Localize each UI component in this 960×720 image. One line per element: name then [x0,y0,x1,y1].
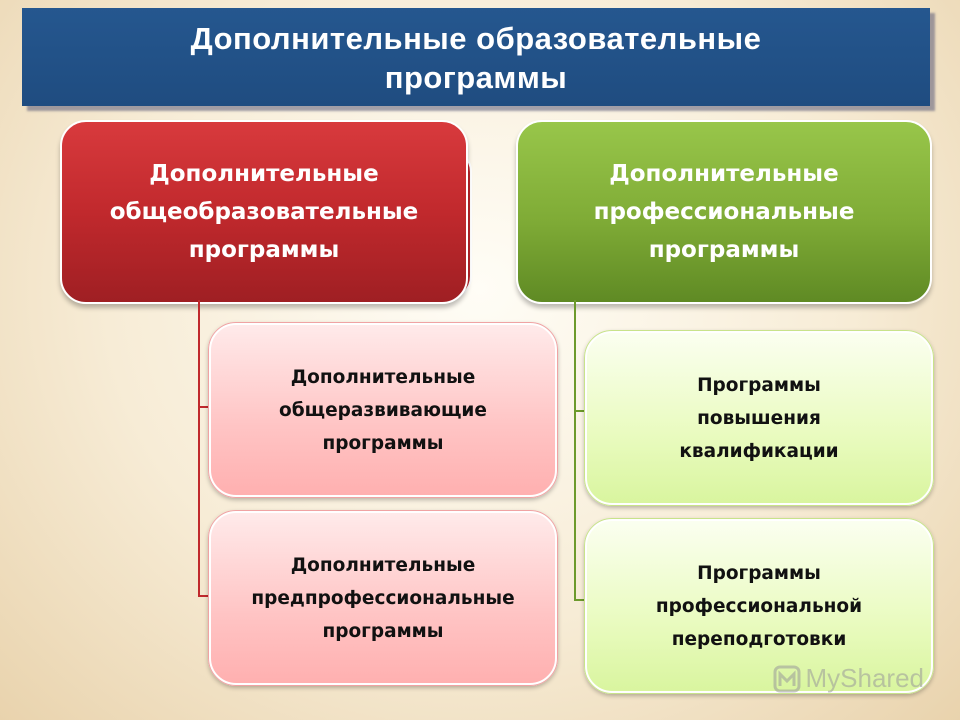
watermark-text: MyShared [805,663,925,693]
right-child-label-1: Программы повышения квалификации [679,374,839,462]
right-connector-branch-2 [574,599,586,601]
right-child-label-2: Программы профессиональной переподготовк… [655,562,863,650]
right-child-box-2: Программы профессиональной переподготовк… [584,518,934,694]
left-child-box-2: Дополнительные предпрофессиональные прог… [208,510,558,686]
right-head-label: Дополнительные профессиональные программ… [593,161,855,263]
diagram-title: Дополнительные образовательные программы [190,21,762,95]
right-head-box: Дополнительные профессиональные программ… [516,120,932,304]
left-child-label-1: Дополнительные общеразвивающие программы [279,366,487,454]
left-child-label-2: Дополнительные предпрофессиональные прог… [251,554,515,642]
left-head-box: Дополнительные общеобразовательные прогр… [60,120,468,304]
right-connector-branch-1 [574,410,586,412]
watermark-logo-icon [773,665,800,692]
left-head-label: Дополнительные общеобразовательные прогр… [109,161,419,263]
title-banner: Дополнительные образовательные программы [22,8,930,106]
left-connector-branch-2 [198,595,210,597]
watermark: MyShared [772,663,925,694]
left-child-box-1: Дополнительные общеразвивающие программы [208,322,558,498]
left-connector-vertical [198,300,200,597]
left-connector-branch-1 [198,406,210,408]
right-connector-vertical [574,300,576,601]
right-child-box-1: Программы повышения квалификации [584,330,934,506]
